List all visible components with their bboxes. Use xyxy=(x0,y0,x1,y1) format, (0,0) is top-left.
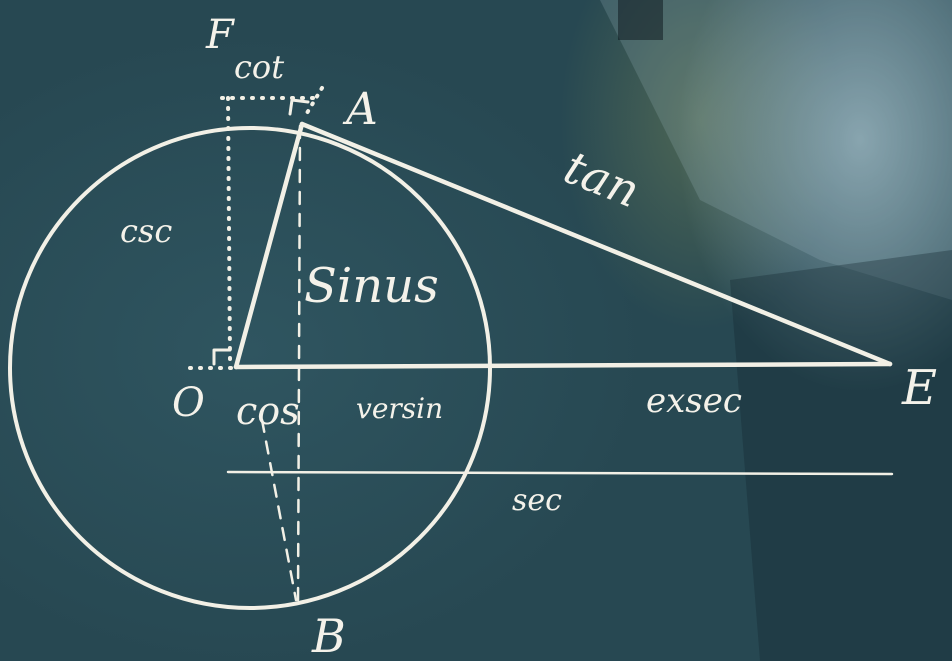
sec-line xyxy=(226,470,894,476)
csc-dotted-line xyxy=(226,96,232,362)
label-cos: cos xyxy=(236,389,300,433)
light-patch xyxy=(600,0,952,300)
label-csc: csc xyxy=(120,212,172,250)
tangent-line xyxy=(299,121,893,367)
label-b: B xyxy=(311,609,346,661)
label-sec: sec xyxy=(512,483,562,518)
shadow-patch xyxy=(730,250,952,661)
dark-corner xyxy=(618,0,663,40)
label-o: O xyxy=(172,380,205,426)
label-exsec: exsec xyxy=(646,381,742,421)
label-a: A xyxy=(342,84,378,135)
label-cot: cot xyxy=(234,48,284,86)
cot-connector xyxy=(302,86,324,120)
label-e: E xyxy=(901,360,937,416)
label-f: F xyxy=(205,12,235,58)
label-tan: tan xyxy=(557,140,647,218)
right-angle-a xyxy=(288,98,310,116)
label-versin: versin xyxy=(356,392,443,425)
secant-line xyxy=(233,361,893,370)
cos-dashed-line xyxy=(260,418,298,602)
label-sinus: Sinus xyxy=(304,258,439,314)
radius-oa xyxy=(233,121,305,370)
right-angle-o xyxy=(212,348,232,366)
sinus-dashed-line xyxy=(296,124,302,607)
